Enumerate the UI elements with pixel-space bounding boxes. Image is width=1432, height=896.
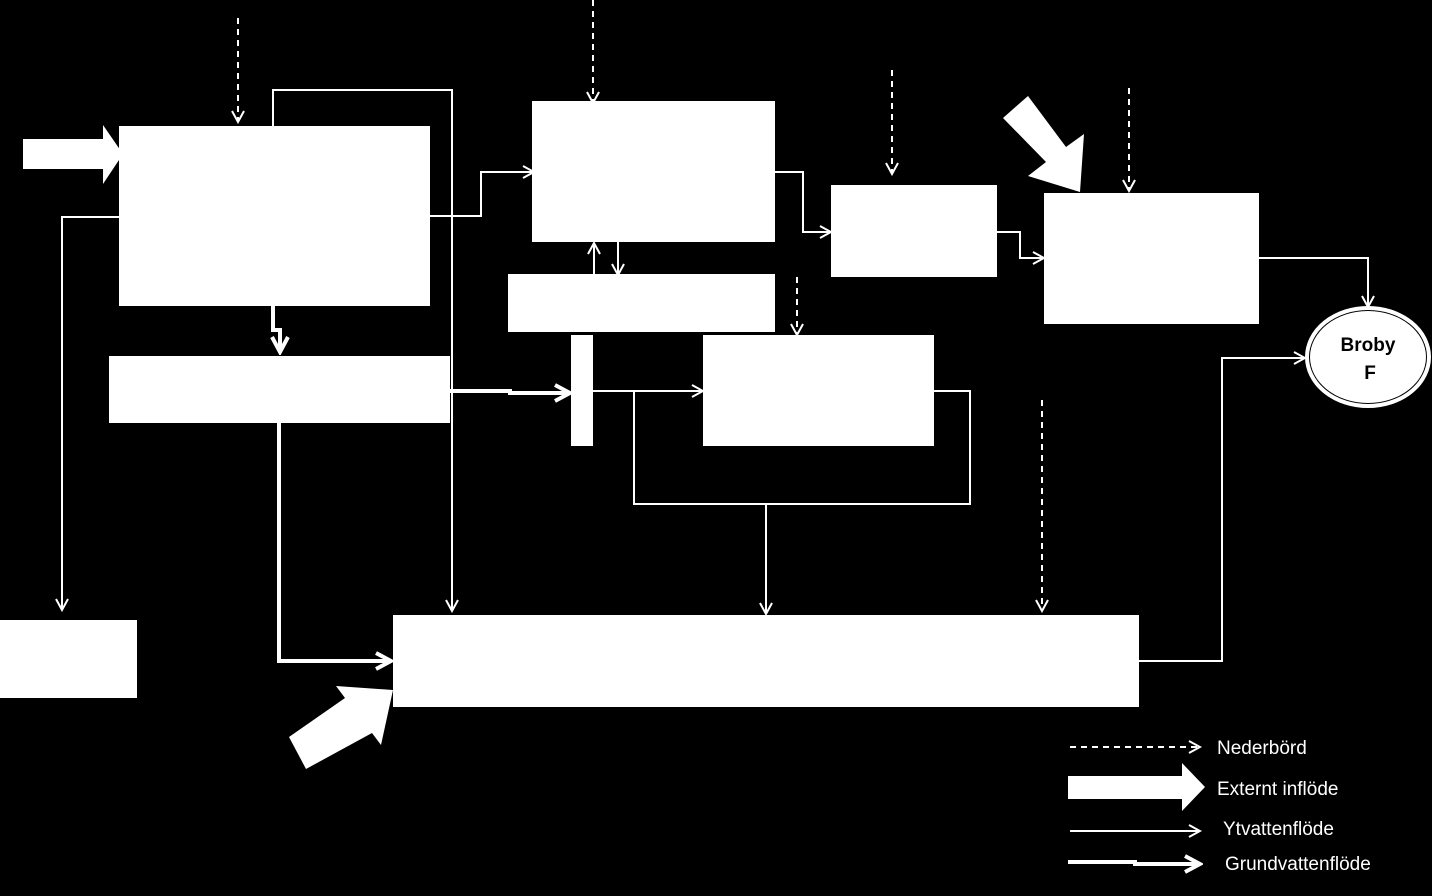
box-small-center — [831, 185, 997, 277]
box-main-river — [393, 615, 1139, 707]
external-inflow-top-right-arrow — [1003, 96, 1084, 192]
external-inflow-bottom-arrow — [289, 686, 393, 769]
box-upper-left — [119, 126, 430, 306]
box-upper-middle — [532, 101, 775, 242]
legend-precipitation-label: Nederbörd — [1217, 738, 1307, 759]
box-outflow-left — [0, 620, 137, 698]
legend-external-inflow-arrow — [1068, 763, 1205, 811]
outlet-label-line2: F — [1364, 363, 1376, 384]
legend-groundwater-flow-label: Grundvattenflöde — [1225, 854, 1371, 875]
box-splitter — [571, 335, 593, 446]
legend-surface-flow-label: Ytvattenflöde — [1223, 819, 1334, 840]
box-lake — [703, 335, 934, 446]
legend-external-inflow-label: Externt inflöde — [1217, 779, 1338, 800]
legend-groundwater-flow-line — [1068, 862, 1200, 864]
node-outlet-fill — [1310, 311, 1426, 403]
legend: Nederbörd Externt inflöde Ytvattenflöde … — [1068, 738, 1371, 875]
groundwater-flow-arrows — [273, 306, 570, 661]
external-inflow-arrows — [23, 96, 1084, 769]
box-groundwater — [109, 356, 450, 423]
box-middle-bar — [508, 274, 775, 332]
outlet-label-line1: Broby — [1341, 335, 1396, 356]
external-inflow-left-arrow — [23, 125, 123, 184]
precipitation-arrows — [238, 0, 1129, 611]
surface-flow-arrows — [62, 89, 1368, 662]
box-upper-right — [1044, 193, 1259, 324]
